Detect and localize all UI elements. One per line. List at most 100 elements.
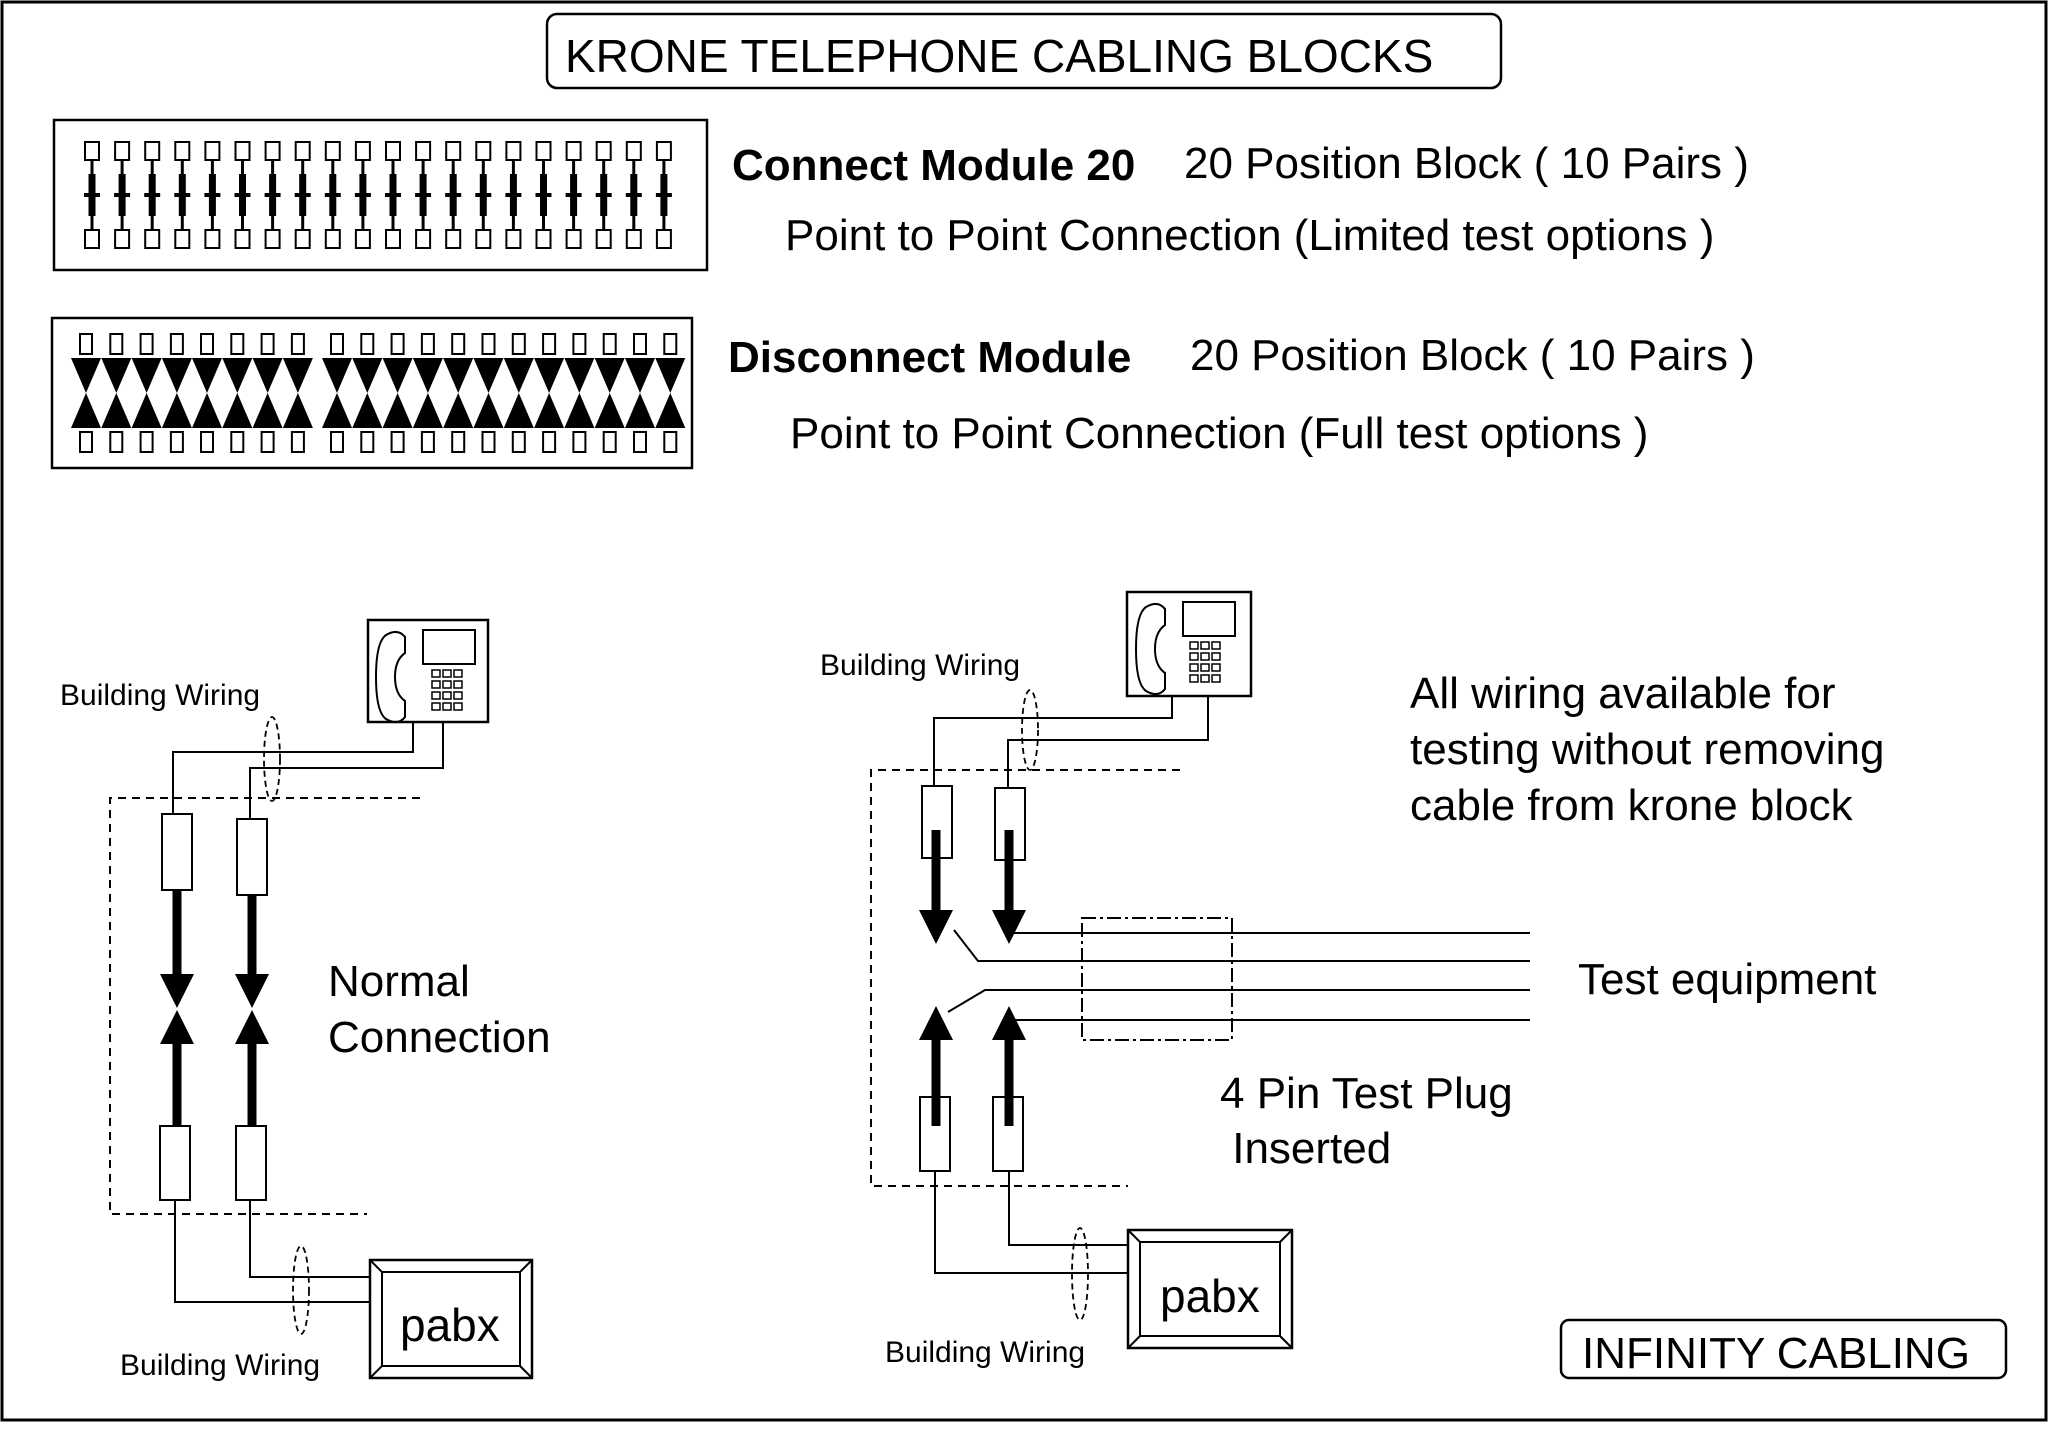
test-note-line-3: cable from krone block [1410, 781, 1854, 830]
connect-contact [234, 141, 251, 249]
disconnect-contact [161, 333, 192, 453]
connect-contact [595, 141, 612, 249]
contact-arrow-down [160, 974, 194, 1008]
connect-contact [144, 141, 161, 249]
connect-contact [535, 141, 552, 249]
krone-block-outline [870, 769, 1180, 1187]
disconnect-module-block [50, 316, 694, 470]
disconnect-contact [222, 333, 253, 453]
test-lead-4 [1008, 1012, 1530, 1021]
connect-contact [475, 141, 492, 249]
keypad-key [453, 669, 463, 678]
keypad-key [442, 669, 452, 678]
test-plug-outline [1081, 917, 1233, 1041]
disconnect-contact [322, 333, 352, 453]
telephone-icon [1125, 590, 1253, 698]
disconnect-contact [71, 333, 101, 453]
disconnect-contact [131, 333, 162, 453]
keypad-key [431, 702, 441, 711]
connect-contact [174, 141, 191, 249]
connect-module-block [52, 118, 709, 272]
building-wire-b [1007, 696, 1209, 788]
contact-arrow-down [992, 910, 1026, 944]
page-title: KRONE TELEPHONE CABLING BLOCKS [565, 30, 1433, 82]
connect-contact [204, 141, 221, 249]
cable-bundle-marker [1071, 1227, 1089, 1321]
disconnect-module-contacts [71, 333, 686, 453]
connect-contact [625, 141, 642, 249]
telephone-icon [366, 618, 490, 724]
disconnect-contact [503, 333, 534, 453]
normal-connection-label: Normal [328, 957, 470, 1006]
pabx-box: pabx [368, 1258, 534, 1380]
keypad-key [1211, 641, 1221, 650]
terminal-bottom-b [235, 1125, 267, 1201]
keypad-key [1189, 641, 1199, 650]
pabx-box: pabx [1126, 1228, 1294, 1350]
keypad-key [1189, 652, 1199, 661]
pabx-wire-a [174, 1200, 372, 1303]
keypad-key [442, 702, 452, 711]
keypad-key [1200, 663, 1210, 672]
disconnect-module-name: Disconnect Module [728, 333, 1131, 382]
disconnect-contact [192, 333, 222, 453]
keypad-key [453, 702, 463, 711]
connect-contact [114, 141, 131, 249]
test-connection-diagram: Building Wiring All wiring available for… [820, 590, 1884, 1369]
disconnect-contact [564, 333, 595, 453]
connect-module-spec: 20 Position Block ( 10 Pairs ) [1184, 139, 1749, 188]
disconnect-contact [625, 333, 655, 453]
test-note-line-2: testing without removing [1410, 725, 1884, 774]
keypad-key [442, 691, 452, 700]
keypad-key [1189, 663, 1199, 672]
connect-contact [264, 141, 281, 249]
keypad-key [453, 691, 463, 700]
disconnect-contact [352, 333, 383, 453]
keypad-key [442, 680, 452, 689]
pabx-label: pabx [1160, 1270, 1260, 1322]
building-wire-b [249, 722, 444, 819]
disconnect-contact [282, 333, 313, 453]
disconnect-contact [101, 333, 132, 453]
cable-bundle-marker [263, 716, 281, 802]
disconnect-contact [382, 333, 413, 453]
normal-connection-label-2: Connection [328, 1013, 551, 1062]
connect-contact [294, 141, 311, 249]
building-wiring-label-top: Building Wiring [60, 679, 260, 712]
keypad-key [1211, 652, 1221, 661]
connect-contact [565, 141, 582, 249]
connect-module-contacts [84, 141, 672, 249]
disconnect-contact [412, 333, 443, 453]
keypad-key [1200, 652, 1210, 661]
connect-contact [84, 141, 100, 249]
contact-arrow-up [235, 1010, 269, 1044]
keypad-key [1200, 674, 1210, 683]
keypad-key [1189, 674, 1199, 683]
test-plug-label-2: Inserted [1220, 1124, 1391, 1173]
connect-module-note: Point to Point Connection (Limited test … [785, 211, 1714, 260]
telephone-keypad [431, 669, 463, 711]
building-wire-a [172, 722, 414, 814]
disconnect-contact [443, 333, 474, 453]
keypad-key [431, 691, 441, 700]
cable-bundle-marker [1021, 689, 1039, 771]
footer-brand-box [1559, 1318, 2008, 1380]
terminal-bottom-a [159, 1125, 191, 1201]
pabx-wire-b [1008, 1171, 1130, 1246]
keypad-key [1211, 674, 1221, 683]
normal-connection-diagram: Building Wiring Normal Connection [60, 618, 551, 1382]
test-equipment-label: Test equipment [1578, 955, 1876, 1004]
test-note-line-1: All wiring available for [1410, 669, 1836, 718]
disconnect-contact [594, 333, 625, 453]
building-wiring-label-bottom: Building Wiring [885, 1336, 1085, 1369]
disconnect-module-note: Point to Point Connection (Full test opt… [790, 409, 1648, 458]
keypad-key [453, 680, 463, 689]
connect-contact [415, 141, 432, 249]
connect-contact [354, 141, 371, 249]
pabx-wire-a [934, 1171, 1130, 1274]
contact-arrow-down [919, 910, 953, 944]
contact-arrow-up [992, 1006, 1026, 1040]
cable-bundle-marker [292, 1245, 310, 1335]
connect-contact [385, 141, 401, 249]
